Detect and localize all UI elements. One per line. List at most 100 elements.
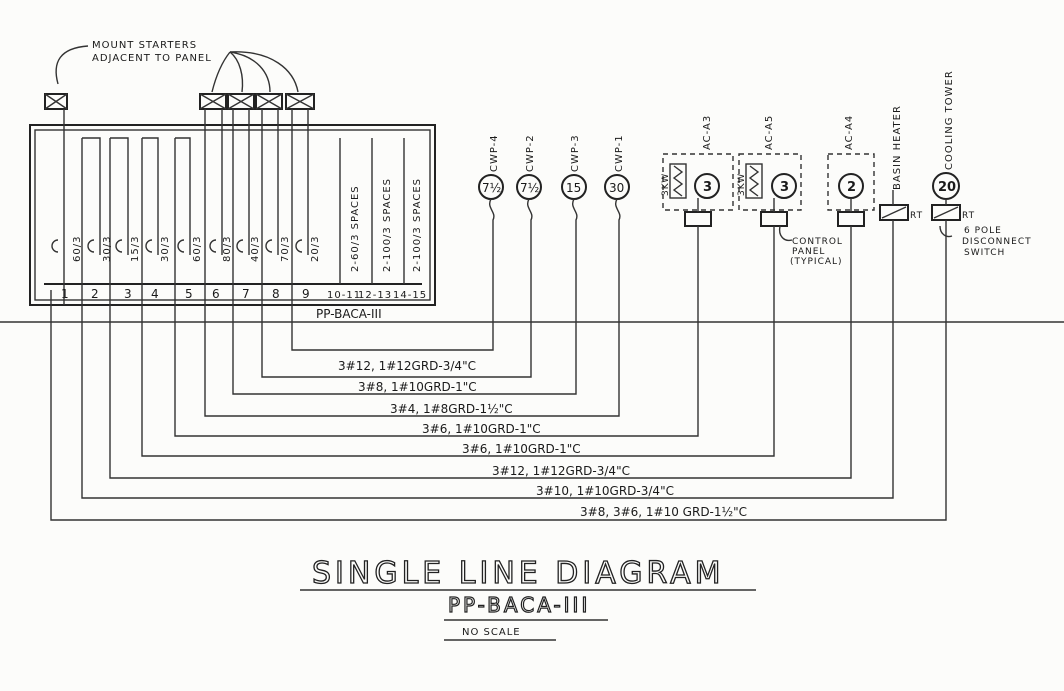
circuit-number-2: 2 bbox=[91, 287, 99, 301]
branch-7 bbox=[232, 109, 250, 290]
load-name-cwp-1: CWP-1 bbox=[614, 134, 625, 172]
note-arrow bbox=[229, 51, 271, 93]
branch-9 bbox=[291, 109, 309, 290]
control-panel-ac-a5 bbox=[760, 211, 788, 227]
motor-hp-cooling-tower: 20 bbox=[938, 180, 956, 195]
load-name-cwp-4: CWP-4 bbox=[489, 134, 500, 172]
heater-coil-icon bbox=[748, 165, 760, 197]
circuit-number-12-13: 12-13 bbox=[358, 290, 392, 301]
mount-starters-note-line2: ADJACENT TO PANEL bbox=[92, 53, 212, 64]
disconnect-note-line2: DISCONNECT bbox=[962, 237, 1032, 247]
load-name-cwp-2: CWP-2 bbox=[525, 134, 536, 172]
breaker-rating-6: 80/3 bbox=[222, 236, 233, 262]
feeder-label-8: 3#8, 3#6, 1#10 GRD-1½"C bbox=[580, 505, 747, 519]
branch-2 bbox=[81, 137, 101, 290]
note-arrow bbox=[211, 51, 231, 93]
control-panel-note-arrow bbox=[778, 225, 793, 242]
breaker-rating-5: 60/3 bbox=[192, 236, 203, 262]
starter-6 bbox=[199, 93, 227, 110]
heater-kw-ac-a5: 3KW bbox=[737, 173, 747, 196]
load-name-ac-a3: AC-A3 bbox=[702, 115, 713, 150]
motor-hp-ac-a3: 3 bbox=[703, 180, 712, 195]
branch-8 bbox=[261, 109, 279, 290]
feeder-label-3: 3#4, 1#8GRD-1½"C bbox=[390, 402, 513, 416]
circuit-number-1: 1 bbox=[61, 287, 69, 301]
motor-cwp-3 bbox=[561, 174, 587, 322]
circuit-number-8: 8 bbox=[272, 287, 280, 301]
disconnect-basin-heater bbox=[879, 204, 909, 221]
disconnect-blade-icon bbox=[881, 206, 907, 219]
heater-ac-a5 bbox=[745, 163, 763, 199]
heater-kw-ac-a3: 3KW bbox=[661, 173, 671, 196]
space-branches bbox=[339, 138, 405, 284]
mount-starters-note-line1: MOUNT STARTERS bbox=[92, 40, 197, 51]
breaker-rating-7: 40/3 bbox=[250, 236, 261, 262]
starter-8 bbox=[255, 93, 283, 110]
control-panel-note-line2: PANEL bbox=[792, 247, 825, 257]
spaces-label-10-11: 2-60/3 SPACES bbox=[350, 185, 361, 272]
circuit-number-7: 7 bbox=[242, 287, 250, 301]
note-arrow bbox=[55, 45, 89, 85]
motor-hp-cwp-3: 15 bbox=[566, 181, 581, 195]
branch-6 bbox=[204, 109, 223, 290]
spaces-label-12-13: 2-100/3 SPACES bbox=[382, 178, 393, 272]
load-name-basin-heater: BASIN HEATER bbox=[892, 105, 903, 190]
note-arrow bbox=[229, 51, 299, 93]
feeder-label-6: 3#12, 1#12GRD-3/4"C bbox=[492, 464, 630, 478]
unit-ac-a4-outline bbox=[827, 153, 875, 211]
disconnect-note-line3: SWITCH bbox=[964, 248, 1005, 258]
circuit-number-14-15: 14-15 bbox=[393, 290, 427, 301]
diagram-panel-title: PP-BACA-III bbox=[448, 593, 590, 617]
breaker-symbols bbox=[51, 239, 303, 253]
unit-ac-a5-outline bbox=[738, 153, 802, 211]
motor-cwp-4 bbox=[478, 174, 504, 322]
control-panel-ac-a4 bbox=[837, 211, 865, 227]
cooling-tower-tag: RT bbox=[962, 211, 975, 221]
motor-hp-cwp-1: 30 bbox=[609, 181, 624, 195]
basin-heater-tag: RT bbox=[910, 211, 923, 221]
spaces-label-14-15: 2-100/3 SPACES bbox=[412, 178, 423, 272]
circuit-number-3: 3 bbox=[124, 287, 132, 301]
disconnect-blade-icon bbox=[933, 206, 959, 219]
starter-1 bbox=[44, 93, 68, 110]
motor-hp-cwp-2: 7½ bbox=[520, 181, 539, 195]
circuit-number-6: 6 bbox=[212, 287, 220, 301]
starter-9 bbox=[285, 93, 315, 110]
heater-coil-icon bbox=[672, 165, 684, 197]
circuit-number-5: 5 bbox=[185, 287, 193, 301]
motor-hp-ac-a4: 2 bbox=[847, 180, 856, 195]
motor-cwp-1 bbox=[604, 174, 630, 322]
motor-hp-ac-a5: 3 bbox=[780, 180, 789, 195]
feeder-label-1: 3#12, 1#12GRD-3/4"C bbox=[338, 359, 476, 373]
breaker-rating-3: 15/3 bbox=[130, 236, 141, 262]
scale-note: NO SCALE bbox=[462, 627, 521, 638]
feeder-label-7: 3#10, 1#10GRD-3/4"C bbox=[536, 484, 674, 498]
feeder-label-2: 3#8, 1#10GRD-1"C bbox=[358, 380, 477, 394]
breaker-rating-8: 70/3 bbox=[280, 236, 291, 262]
starter-7 bbox=[227, 93, 255, 110]
heater-ac-a3 bbox=[669, 163, 687, 199]
motor-ac-a5 bbox=[771, 173, 797, 199]
control-panel-note-line1: CONTROL bbox=[792, 237, 843, 247]
branch-5 bbox=[174, 137, 191, 290]
motor-ac-a3 bbox=[694, 173, 720, 199]
load-name-ac-a4: AC-A4 bbox=[844, 115, 855, 150]
breaker-rating-1: 60/3 bbox=[72, 236, 83, 262]
load-name-ac-a5: AC-A5 bbox=[764, 115, 775, 150]
breaker-rating-4: 30/3 bbox=[160, 236, 171, 262]
feeder-label-5: 3#6, 1#10GRD-1"C bbox=[462, 442, 581, 456]
motor-cwp-2 bbox=[516, 174, 542, 322]
breaker-rating-2: 30/3 bbox=[102, 236, 113, 262]
circuit-number-9: 9 bbox=[302, 287, 310, 301]
panel-name: PP-BACA-III bbox=[316, 307, 382, 321]
feeder-runs bbox=[50, 290, 947, 521]
feeder-label-4: 3#6, 1#10GRD-1"C bbox=[422, 422, 541, 436]
disconnect-note-arrow bbox=[939, 225, 953, 238]
disconnect-note-line1: 6 POLE bbox=[964, 226, 1002, 236]
branch-4 bbox=[141, 137, 159, 290]
branch-3 bbox=[109, 137, 129, 290]
load-name-cooling-tower: COOLING TOWER bbox=[944, 70, 955, 170]
circuit-number-4: 4 bbox=[151, 287, 159, 301]
